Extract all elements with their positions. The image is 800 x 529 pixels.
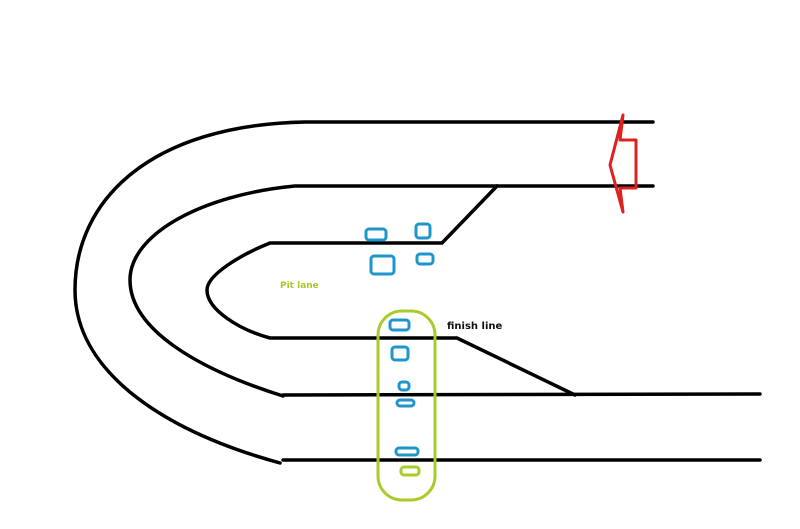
main-straight-inner bbox=[281, 392, 762, 397]
car bbox=[395, 398, 416, 408]
car bbox=[369, 254, 396, 276]
pit-lane-label: Pit lane bbox=[280, 281, 319, 291]
car bbox=[415, 252, 435, 266]
finish-line-label: finish line bbox=[447, 321, 503, 332]
car bbox=[394, 446, 420, 457]
car bbox=[388, 318, 411, 332]
starting-grid-highlight bbox=[376, 309, 437, 502]
car bbox=[390, 345, 410, 362]
car bbox=[414, 222, 432, 240]
inner-track-edge bbox=[128, 184, 655, 398]
pit-entry-line bbox=[205, 184, 577, 397]
car bbox=[397, 380, 411, 392]
direction-arrow bbox=[608, 113, 638, 214]
highlighted-car bbox=[399, 465, 421, 477]
outer-track-edge bbox=[73, 120, 655, 465]
car bbox=[364, 227, 388, 242]
